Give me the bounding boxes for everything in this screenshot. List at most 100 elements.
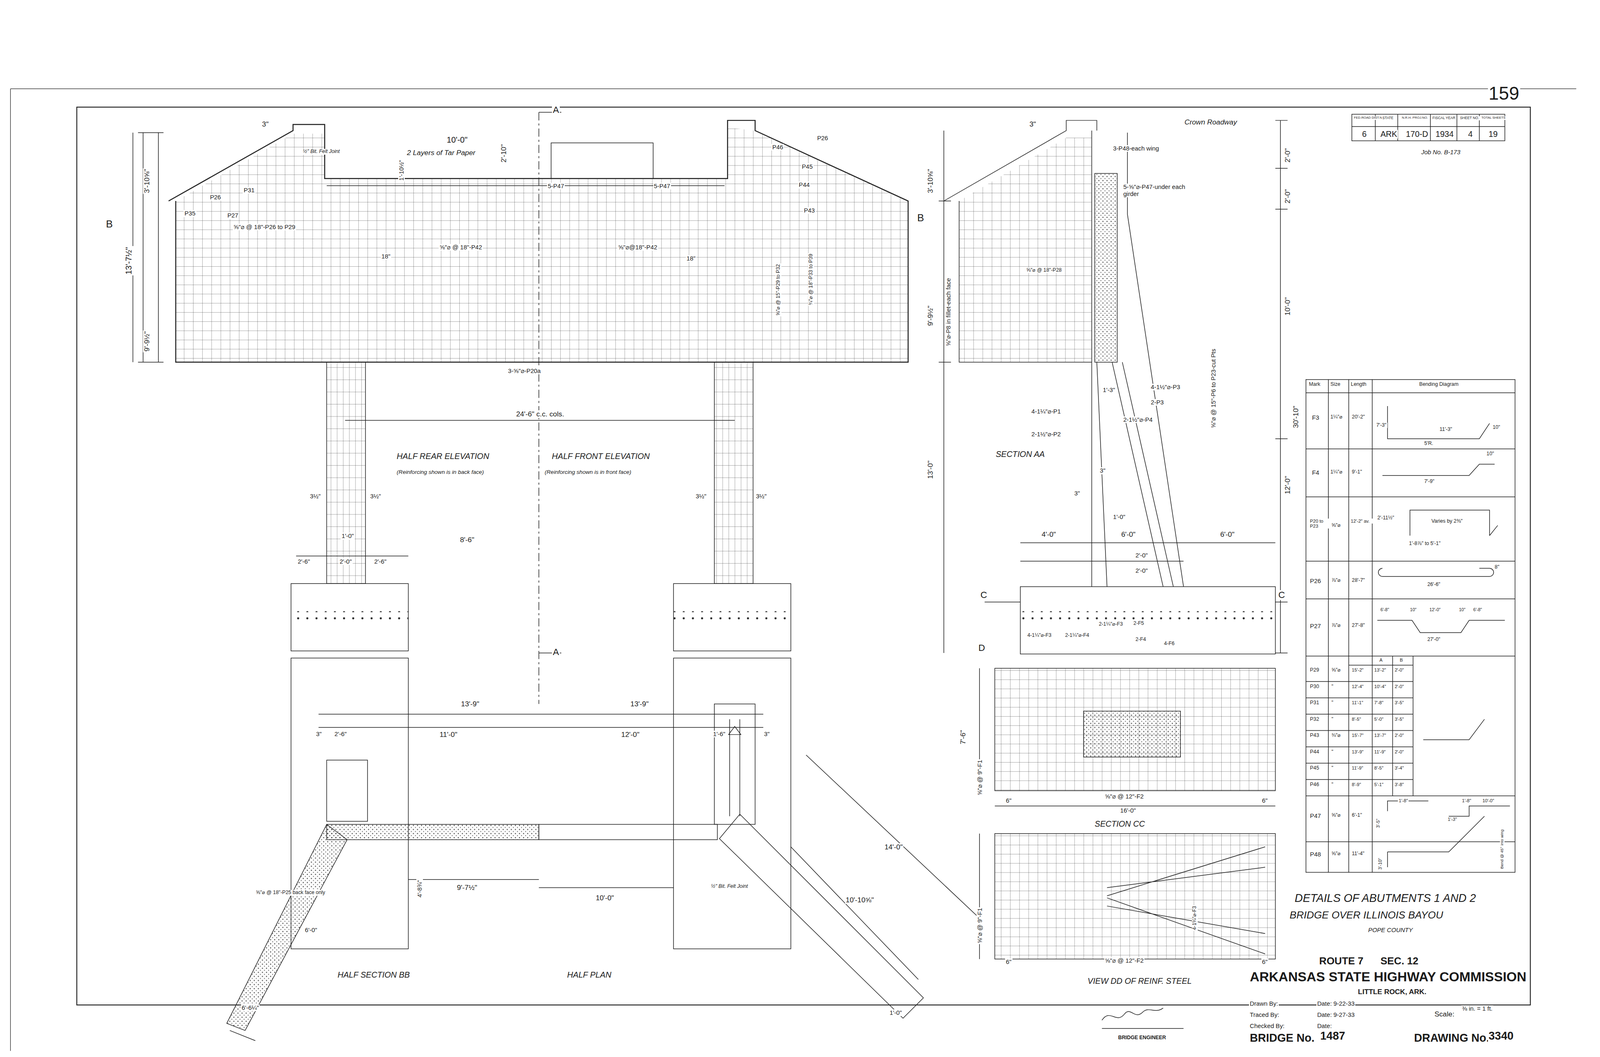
dimension-label: ⅝"⌀ @ 15"-P6 to P23-cut Pts (1210, 347, 1217, 429)
dimension-label: ⅞"⌀ (1330, 622, 1342, 629)
dimension-label: 1'-0" (340, 532, 355, 540)
dimension-label: 3" (763, 730, 771, 738)
dimension-label: 2'-0" (338, 558, 353, 565)
dimension-label: Job No. B-173 (1420, 148, 1462, 156)
dimension-label: STATE (1381, 116, 1395, 120)
dimension-label: Traced By: (1248, 1011, 1280, 1018)
dimension-label: 11'-9" (1373, 749, 1387, 755)
dimension-label: HALF REAR ELEVATION (396, 451, 491, 461)
dimension-label: Drawn By: (1248, 1000, 1279, 1007)
dimension-label: B (105, 218, 114, 230)
dimension-label: 11'-1" (1351, 699, 1364, 705)
dimension-label: 2-1¼"⌀-F4 (1064, 632, 1090, 639)
dimension-label: ⅝"⌀ (1330, 850, 1342, 857)
dimension-label: P44 (1309, 749, 1321, 755)
dimension-label: P47 (1309, 812, 1322, 820)
dimension-label: ⅝"⌀ @ 15"-P29 to P32 (775, 263, 782, 317)
dimension-label: 11'-3" (1438, 426, 1453, 433)
dimension-label: 26'-6" (1426, 581, 1441, 588)
dimension-label: Varies by 2⅜" (1430, 518, 1464, 525)
dimension-label: 4-F6 (1163, 640, 1176, 647)
dimension-label: Scale: (1433, 1010, 1456, 1018)
dimension-label: A (551, 647, 560, 657)
dimension-label: B (1399, 657, 1404, 663)
dimension-label: P26 (816, 134, 829, 142)
dimension-label: 10'-4" (1373, 683, 1387, 689)
dimension-label: P44 (797, 181, 811, 189)
dimension-label: SECTION AA (994, 449, 1046, 459)
dimension-label: ARK (1379, 129, 1398, 139)
dimension-label: ½" Bit. Felt Joint (710, 883, 749, 890)
dimension-label: FISCAL YEAR (1431, 116, 1457, 120)
dimension-label: 1'-8⅞" to 5'-1" (1408, 540, 1442, 547)
dimension-label: 13'-9" (629, 699, 650, 708)
dimension-label: 3" (261, 120, 270, 129)
dimension-label: ⅝"⌀ @ 18"-P25 back face only (255, 889, 326, 896)
dimension-label: 11'-0" (438, 730, 459, 739)
dimension-label: 15'-7" (1351, 732, 1365, 738)
dimension-label: BRIDGE No. (1248, 1031, 1316, 1044)
dimension-label: ½" Bit. Felt Joint (302, 148, 341, 155)
dimension-label: Bending Diagram (1418, 381, 1460, 388)
dimension-label: ⅝"⌀ @ 18"-P26 to P29 (232, 223, 297, 231)
dimension-label: 2'-0" (1393, 667, 1405, 673)
dimension-label: 6" (1261, 797, 1269, 804)
dimension-label: 4'-8¾" (416, 878, 423, 898)
dimension-label: 3½" (309, 492, 322, 500)
dimension-label: 10" (1409, 607, 1418, 613)
dimension-label: 7'-8" (1373, 699, 1385, 705)
dimension-label: 13'-9" (1351, 749, 1365, 755)
dimension-label: 7'-6" (959, 728, 968, 745)
dimension-label: 2-P3 (1150, 398, 1165, 406)
dimension-label: ⅝"⌀ @ 18"-P28 (1025, 267, 1063, 274)
dimension-label: 13'-7½" (124, 246, 134, 276)
dimension-label: 4'-0" (1041, 530, 1057, 539)
dimension-label: 13'-0" (926, 459, 935, 480)
dimension-label: 2-1½"⌀-P4 (1122, 416, 1154, 423)
dimension-label: ⅝"⌀ @ 9"-F1 (976, 759, 984, 796)
dimension-label: P27 (1309, 622, 1322, 630)
dimension-label: 5'-0" (1373, 716, 1385, 722)
dimension-label: ⅝"⌀ (1330, 812, 1342, 819)
dimension-label: F3 (1311, 414, 1321, 421)
dimension-label: N.R.H. PROJ.NO. (1401, 116, 1429, 120)
dimension-label: 10" (1491, 424, 1501, 431)
dimension-label: ⅜ in. = 1 ft. (1461, 1005, 1494, 1012)
dimension-label: 2'-0" (1393, 732, 1405, 738)
dimension-label: 12'-2" av. (1349, 518, 1374, 524)
dimension-label: 3½" (754, 492, 768, 500)
dimension-label: 2'-0" (1283, 147, 1292, 163)
drawing-title: DETAILS OF ABUTMENTS 1 AND 2 (1294, 891, 1477, 905)
dimension-label: 1'-8" (1461, 797, 1472, 803)
dimension-label: 3" (315, 730, 323, 738)
dimension-label: ARKANSAS STATE HIGHWAY COMMISSION (1248, 969, 1528, 984)
dimension-label: 3'-4" (1393, 765, 1405, 771)
dimension-label: P45 (1309, 765, 1321, 772)
dimension-label: D (977, 642, 987, 653)
dimension-label: P30 (1309, 683, 1321, 690)
dimension-label: 3'-8" (1393, 781, 1405, 787)
dimension-label: 3'-10⅝" (926, 167, 935, 194)
dimension-label: ¾"⌀ @ 18"-P33 to P39 (808, 253, 815, 306)
dimension-label: 16'-0" (1119, 807, 1137, 814)
dimension-label: 2'-0" (1134, 567, 1149, 574)
dimension-label: 28'-7" (1351, 577, 1366, 584)
dimension-label: P43 (802, 207, 816, 214)
dimension-label: 4-1¼"⌀-F3 (1026, 632, 1053, 639)
dimension-label: 3½" (369, 492, 383, 500)
dimension-label: 9'-7½" (456, 883, 478, 892)
dimension-label: Date: 9-22-33 (1316, 1000, 1356, 1007)
dimension-label: Checked By: (1248, 1022, 1286, 1030)
dimension-label: 12'-0" (1283, 475, 1292, 495)
dimension-label: 3" (1098, 467, 1106, 474)
dimension-label: 19 (1487, 129, 1499, 139)
dimension-label: 6'-1" (1351, 812, 1364, 819)
dimension-label: 9'-9½" (143, 330, 151, 353)
dimension-label: 4-1¼"⌀-P1 (1030, 408, 1062, 415)
dimension-label: 27'-0" (1426, 636, 1441, 643)
dimension-label: 1'-0" (888, 1009, 903, 1016)
dimension-label: ¾"⌀ (1330, 732, 1342, 739)
dimension-label: 10'-0" (1283, 296, 1292, 317)
dimension-label: Date: (1316, 1022, 1333, 1030)
dimension-label: 2'-0" (1283, 188, 1292, 204)
